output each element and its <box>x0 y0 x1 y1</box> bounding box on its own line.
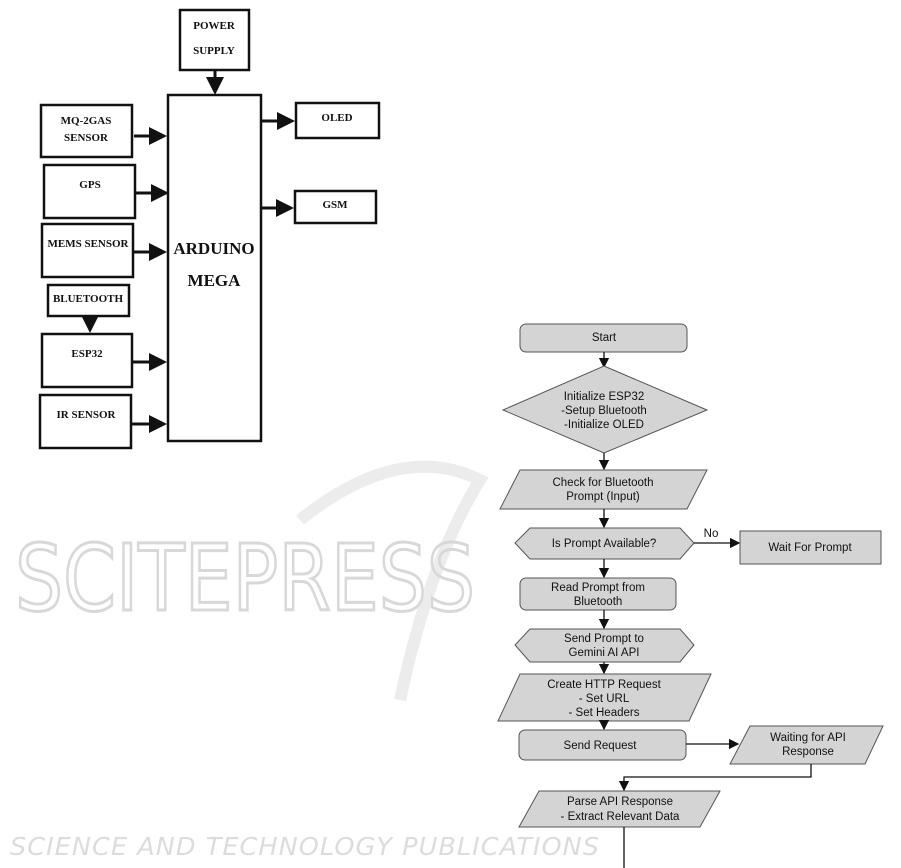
create-http-request-node: Create HTTP Request - Set URL - Set Head… <box>497 673 712 722</box>
block-diagram: POWER SUPPLY ARDUINO MEGA MQ-2GAS SENSOR… <box>38 8 381 450</box>
svg-text:IR SENSOR: IR SENSOR <box>57 409 117 421</box>
no-label: No <box>704 528 719 540</box>
svg-text:SENSOR: SENSOR <box>64 132 109 144</box>
oled-block: OLED <box>294 101 381 140</box>
svg-text:SUPPLY: SUPPLY <box>193 45 235 57</box>
gps-block: GPS <box>42 163 137 220</box>
svg-text:MQ-2GAS: MQ-2GAS <box>61 115 112 127</box>
ir-sensor-block: IR SENSOR <box>38 393 133 450</box>
svg-text:- Set Headers: - Set Headers <box>569 707 640 719</box>
svg-text:Response: Response <box>782 746 834 758</box>
bluetooth-block: BLUETOOTH <box>46 283 131 318</box>
svg-text:GPS: GPS <box>79 179 100 191</box>
svg-text:ARDUINO: ARDUINO <box>173 239 254 258</box>
svg-text:Send Request: Send Request <box>564 740 638 752</box>
svg-text:Initialize ESP32: Initialize ESP32 <box>564 391 645 403</box>
svg-text:- Set URL: - Set URL <box>579 693 630 705</box>
svg-text:-Initialize OLED: -Initialize OLED <box>564 419 644 431</box>
wait-for-prompt-node: Wait For Prompt <box>739 530 882 565</box>
gsm-block: GSM <box>293 189 378 225</box>
esp32-block: ESP32 <box>40 332 134 389</box>
parse-response-node: Parse API Response - Extract Relevant Da… <box>518 790 721 828</box>
svg-text:Check for Bluetooth: Check for Bluetooth <box>552 477 653 489</box>
svg-text:POWER: POWER <box>193 20 236 32</box>
svg-text:GSM: GSM <box>322 199 348 211</box>
power-supply-block: POWER SUPPLY <box>178 8 251 72</box>
svg-text:Wait For Prompt: Wait For Prompt <box>768 542 852 554</box>
svg-text:MEGA: MEGA <box>188 271 242 290</box>
svg-text:Parse API Response: Parse API Response <box>567 796 673 808</box>
mems-sensor-block: MEMS SENSOR <box>40 222 135 279</box>
svg-text:BLUETOOTH: BLUETOOTH <box>53 293 124 305</box>
prompt-available-decision: Is Prompt Available? <box>514 527 695 560</box>
watermark-subtitle: SCIENCE AND TECHNOLOGY PUBLICATIONS <box>10 832 600 861</box>
svg-text:Gemini AI API: Gemini AI API <box>569 647 640 659</box>
svg-text:Waiting for API: Waiting for API <box>770 732 846 744</box>
send-request-node: Send Request <box>518 729 687 761</box>
svg-text:Bluetooth: Bluetooth <box>574 596 623 608</box>
svg-text:- Extract Relevant Data: - Extract Relevant Data <box>561 811 680 823</box>
svg-text:Read Prompt from: Read Prompt from <box>551 582 645 594</box>
svg-text:Create HTTP Request: Create HTTP Request <box>547 679 661 691</box>
gas-sensor-block: MQ-2GAS SENSOR <box>39 103 134 159</box>
svg-text:Prompt (Input): Prompt (Input) <box>566 491 640 503</box>
send-prompt-node: Send Prompt to Gemini AI API <box>514 628 695 663</box>
waiting-response-node: Waiting for API Response <box>729 725 884 765</box>
svg-text:Start: Start <box>592 332 617 344</box>
watermark-title: SCITEPRESS <box>15 525 475 632</box>
svg-text:MEMS SENSOR: MEMS SENSOR <box>48 238 130 250</box>
watermark: SCITEPRESS SCIENCE AND TECHNOLOGY PUBLIC… <box>10 460 600 861</box>
flowchart: Start Initialize ESP32 -Setup Bluetooth … <box>497 323 884 868</box>
read-prompt-node: Read Prompt from Bluetooth <box>519 577 677 611</box>
initialize-diamond: Initialize ESP32 -Setup Bluetooth -Initi… <box>501 365 709 454</box>
svg-text:Send Prompt to: Send Prompt to <box>564 633 644 645</box>
start-node: Start <box>519 323 688 353</box>
check-bluetooth-node: Check for Bluetooth Prompt (Input) <box>499 469 708 510</box>
svg-text:OLED: OLED <box>321 112 352 124</box>
arduino-mega-block: ARDUINO MEGA <box>166 93 263 443</box>
svg-text:-Setup Bluetooth: -Setup Bluetooth <box>561 405 647 417</box>
watermark-logo-arc <box>296 460 489 702</box>
svg-text:ESP32: ESP32 <box>71 348 103 360</box>
svg-text:Is Prompt Available?: Is Prompt Available? <box>552 538 657 550</box>
